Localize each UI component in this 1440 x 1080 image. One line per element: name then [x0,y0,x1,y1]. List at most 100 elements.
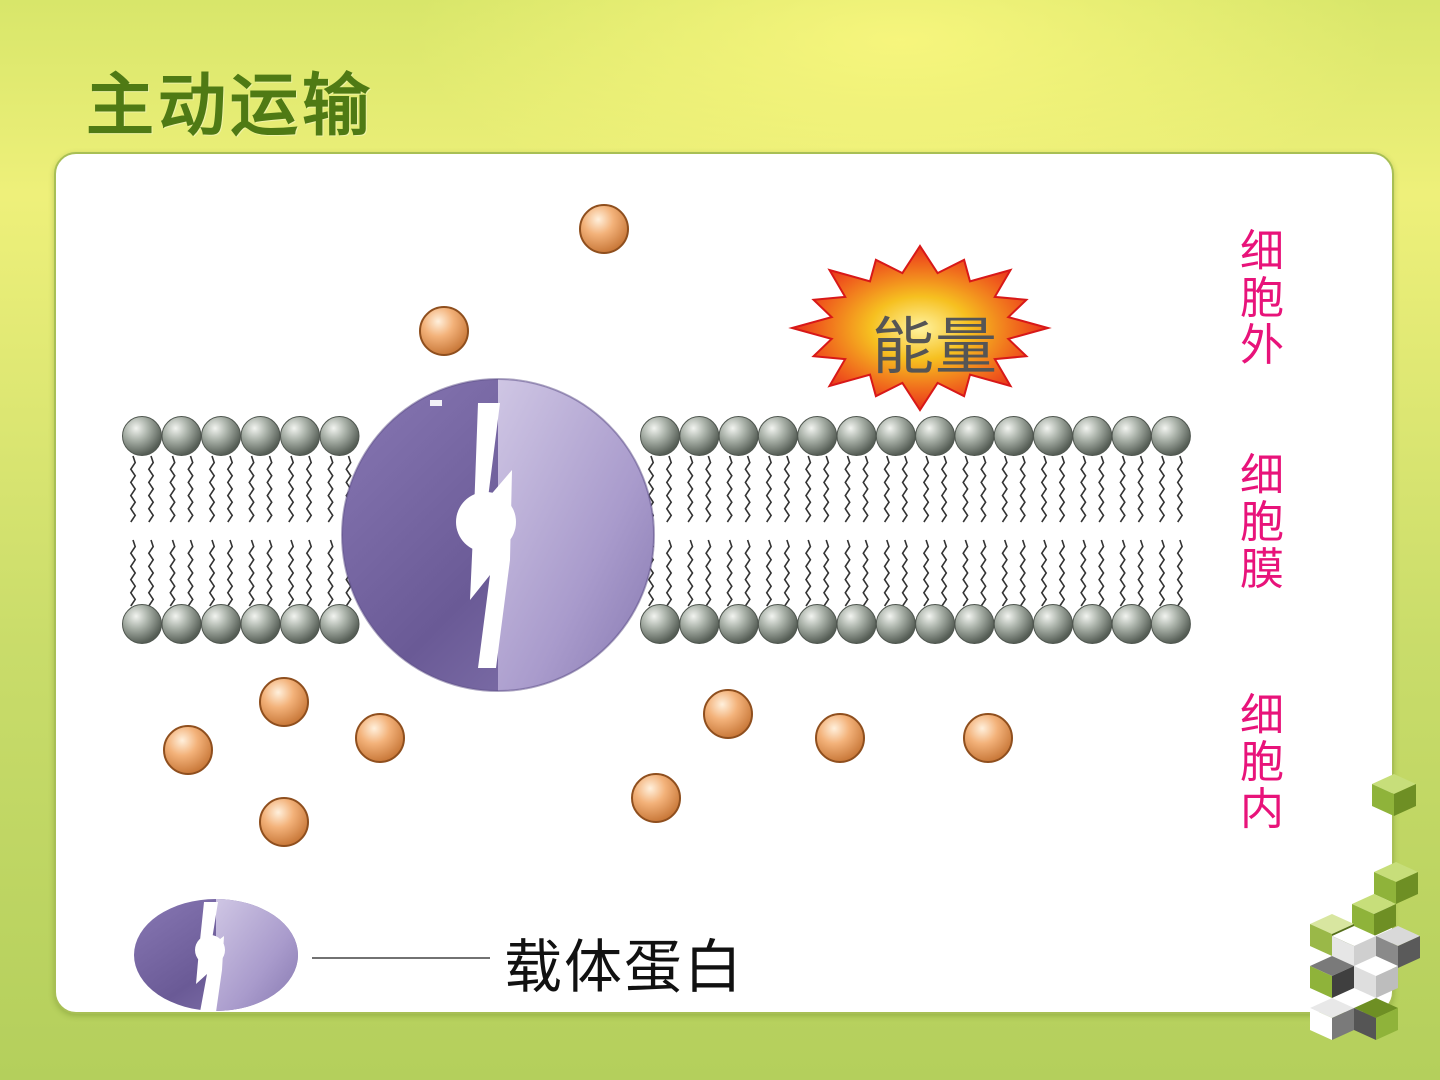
lipid-head [1111,416,1152,456]
lipid-tail [1176,455,1184,523]
lipid-tail [1080,455,1087,523]
lipid-tail [1040,455,1048,523]
lipid-tail [744,455,751,523]
lipid-tail [1001,539,1008,607]
energy-label: 能量 [872,310,999,383]
molecule-icon [419,306,469,356]
lipid-tail [862,539,869,607]
lipid-head [915,604,956,644]
lipid-tail [940,539,948,607]
lipid-tail [1176,539,1184,607]
lipid-tail [147,539,155,607]
lipid-tail [305,539,313,607]
lipid-tail [744,539,751,607]
lipid-tail [687,455,694,523]
lipid-tail [765,539,773,607]
lipid-tail [823,539,830,607]
lipid-tail [783,539,791,607]
lipid-head [875,604,916,644]
lipid-tail [226,455,234,523]
cell-membrane-label: 细胞膜 [1240,450,1284,595]
lipid-tail [248,455,255,523]
lipid-tail [1158,455,1166,523]
lipid-tail [266,455,273,523]
lipid-tail [805,455,812,523]
lipid-head [640,416,680,456]
lipid-tail [1001,455,1008,523]
molecule-icon [631,773,681,823]
molecule-icon [355,713,405,763]
lipid-tail [805,539,812,607]
lipid-tail [1019,455,1026,523]
lipid-tail [169,539,176,607]
lipid-tail [327,455,334,523]
inside-cell-label: 细胞内 [1240,690,1284,835]
page-title: 主动运输 [86,67,375,146]
lipid-head [757,604,798,644]
lipid-tail [1137,455,1144,523]
lipid-tail [1137,539,1144,607]
lipid-tail [705,455,712,523]
lipid-tail [208,539,216,607]
lipid-tail [980,539,987,607]
lipid-head [122,604,162,644]
lipid-tail [705,539,712,607]
lipid-tail [1040,539,1048,607]
energy-burst-icon [788,244,1052,412]
lipid-head [280,604,320,644]
legend-carrier-protein-icon [134,899,298,1012]
molecule-icon [703,689,753,739]
lipid-tail [129,455,137,523]
lipid-head [319,416,360,456]
lipid-tail [248,539,255,607]
lipid-tail [1158,539,1166,607]
lipid-head [161,416,202,456]
lipid-tail [883,539,890,607]
molecule-icon [815,713,865,763]
lipid-tail [305,455,313,523]
lipid-head [201,604,241,644]
lipid-tail [783,455,791,523]
lipid-tail [187,539,194,607]
lipid-tail [1058,539,1066,607]
lipid-head [1150,416,1191,456]
lipid-tail [1080,539,1087,607]
lipid-tail [922,539,930,607]
lipid-head [640,604,680,644]
molecule-icon [963,713,1013,763]
lipid-tail [129,539,137,607]
lipid-head [797,604,838,644]
lipid-head [1072,604,1113,644]
lipid-head [993,604,1034,644]
lipid-tail [208,455,216,523]
lipid-tail [665,539,673,607]
molecule-icon [259,797,309,847]
lipid-head [993,416,1034,456]
lipid-tail [287,455,295,523]
lipid-tail [665,455,673,523]
lipid-tail [1119,539,1126,607]
lipid-tail [844,539,851,607]
lipid-tail [962,455,969,523]
lipid-head [836,604,877,644]
lipid-head [836,416,877,456]
lipid-tail [962,539,969,607]
lipid-tail [922,455,930,523]
lipid-tail [980,455,987,523]
lipid-tail [862,455,869,523]
molecule-icon [163,725,213,775]
lipid-head [201,416,241,456]
lipid-tail [901,455,908,523]
lipid-tail [287,539,295,607]
molecules [163,204,1013,847]
carrier-protein-icon [341,378,655,692]
lipid-head [240,604,281,644]
lipid-head [954,416,995,456]
lipid-tail [169,455,176,523]
lipid-tail [226,539,234,607]
lipid-head [1072,416,1113,456]
lipid-head [679,416,720,456]
lipid-head [280,416,320,456]
lipid-head [915,416,956,456]
lipid-tail [1019,539,1026,607]
